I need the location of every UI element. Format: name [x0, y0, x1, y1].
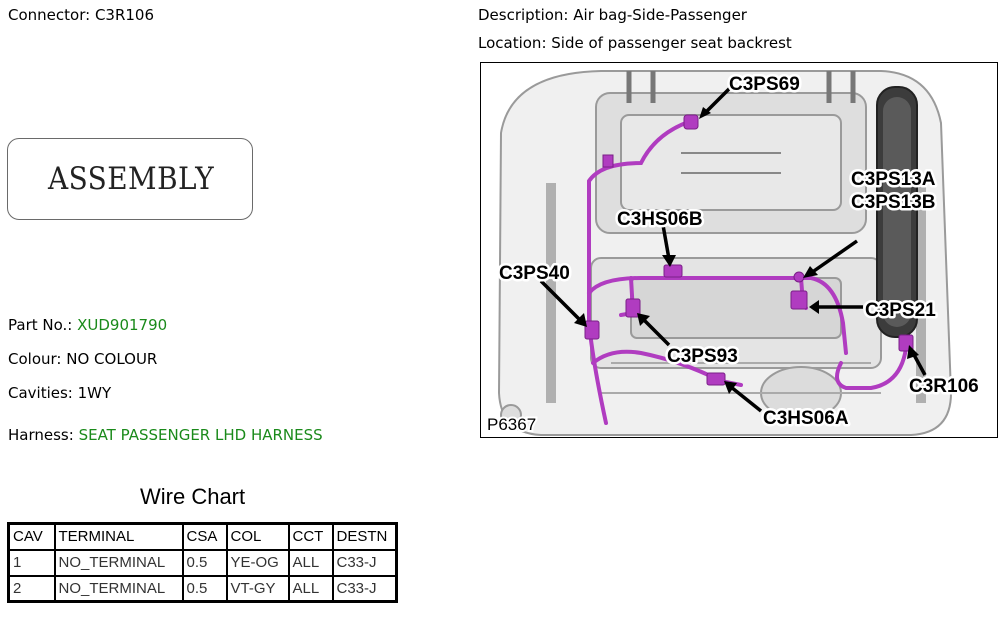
cell-cct: ALL — [287, 574, 334, 603]
cavities-label: Cavities: — [8, 384, 73, 402]
figure-id: P6367 — [487, 415, 536, 434]
location-value: Side of passenger seat backrest — [551, 34, 792, 52]
column-header-cct: CCT — [287, 522, 334, 551]
callout-c3hs06a: C3HS06A — [763, 408, 849, 429]
part-number-line: Part No.: XUD901790 — [8, 316, 167, 334]
cell-cav: 2 — [7, 574, 56, 603]
cell-col: YE-OG — [225, 548, 290, 577]
connector-location-figure: C3PS69 C3PS13A C3PS13B C3HS06B C3PS40 C3… — [480, 62, 998, 438]
part-number-label: Part No.: — [8, 316, 73, 334]
callout-c3ps93: C3PS93 — [667, 346, 738, 367]
assembly-image: ASSEMBLY — [7, 138, 253, 220]
cavities-line: Cavities: 1WY — [8, 384, 111, 402]
callout-c3ps13b: C3PS13B — [851, 192, 936, 213]
harness-link[interactable]: SEAT PASSENGER LHD HARNESS — [78, 426, 323, 444]
callout-c3hs06b: C3HS06B — [617, 209, 703, 230]
connector-c3ps93 — [625, 298, 641, 318]
column-header-terminal: TERMINAL — [53, 522, 184, 551]
airbag-module-highlight — [883, 97, 911, 327]
cell-destn: C33-J — [331, 574, 398, 603]
connector-c3ps21 — [790, 290, 808, 310]
harness-label: Harness: — [8, 426, 74, 444]
connector-c3ps13 — [793, 271, 805, 283]
assembly-label: ASSEMBLY — [48, 161, 215, 197]
part-number-link[interactable]: XUD901790 — [77, 316, 168, 334]
column-header-destn: DESTN — [331, 522, 398, 551]
connector-c3ps69 — [683, 114, 699, 130]
description-value: Air bag-Side-Passenger — [573, 6, 747, 24]
connector-c3hs06b — [663, 264, 683, 278]
callout-c3ps21: C3PS21 — [865, 300, 936, 321]
description-line: Description: Air bag-Side-Passenger — [478, 6, 747, 24]
cell-col: VT-GY — [225, 574, 290, 603]
location-line: Location: Side of passenger seat backres… — [478, 34, 792, 52]
column-header-csa: CSA — [181, 522, 228, 551]
description-label: Description: — [478, 6, 569, 24]
column-header-col: COL — [225, 522, 290, 551]
cell-cct: ALL — [287, 548, 334, 577]
cell-csa: 0.5 — [181, 548, 228, 577]
cell-destn: C33-J — [331, 548, 398, 577]
wire-chart-title: Wire Chart — [140, 484, 246, 509]
connector-c3ps40 — [584, 320, 600, 340]
connector-c3hs06a — [706, 372, 726, 386]
harness-line: Harness: SEAT PASSENGER LHD HARNESS — [8, 426, 323, 444]
callout-c3ps40: C3PS40 — [499, 263, 570, 284]
cell-cav: 1 — [7, 548, 56, 577]
callout-c3ps69: C3PS69 — [729, 74, 800, 95]
cavities-value: 1WY — [77, 384, 112, 402]
callout-c3ps13a: C3PS13A — [851, 169, 936, 190]
wire-chart-table: CAV TERMINAL CSA COL CCT DESTN 1 NO_TERM… — [7, 522, 398, 603]
seat-harness-illustration: C3PS69 C3PS13A C3PS13B C3HS06B C3PS40 C3… — [485, 70, 981, 436]
connector-line: Connector: C3R106 — [8, 6, 154, 24]
table-row: 2 NO_TERMINAL 0.5 VT-GY ALL C33-J — [7, 574, 398, 603]
table-row: 1 NO_TERMINAL 0.5 YE-OG ALL C33-J — [7, 548, 398, 577]
colour-line: Colour: NO COLOUR — [8, 350, 157, 368]
location-label: Location: — [478, 34, 547, 52]
harness-clip — [602, 154, 614, 168]
column-header-cav: CAV — [7, 522, 56, 551]
callout-c3r106: C3R106 — [909, 376, 979, 397]
cell-terminal: NO_TERMINAL — [53, 574, 184, 603]
callout-arrows — [539, 85, 927, 413]
cell-csa: 0.5 — [181, 574, 228, 603]
colour-value: NO COLOUR — [66, 350, 158, 368]
cell-terminal: NO_TERMINAL — [53, 548, 184, 577]
colour-label: Colour: — [8, 350, 62, 368]
connector-label: Connector: — [8, 6, 91, 24]
connector-value: C3R106 — [94, 6, 155, 24]
table-header-row: CAV TERMINAL CSA COL CCT DESTN — [7, 522, 398, 551]
